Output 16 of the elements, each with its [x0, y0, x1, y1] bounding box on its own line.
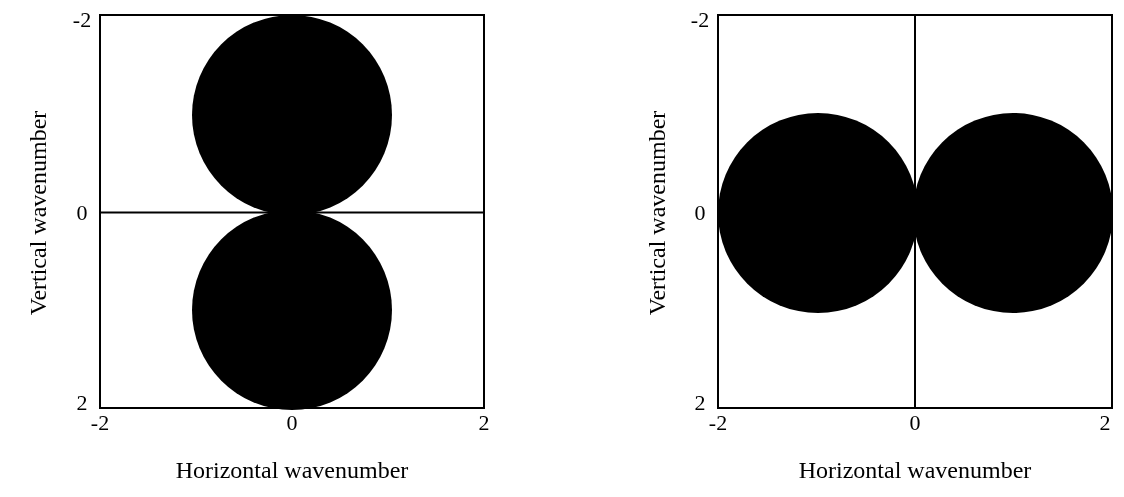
tick-label: 0: [909, 412, 921, 434]
tick-label: 2: [1099, 412, 1111, 434]
tick-label: -2: [690, 9, 710, 31]
axis-title: Horizontal wavenumber: [798, 458, 1032, 482]
tick-label: 0: [286, 412, 298, 434]
tick-label: -2: [90, 412, 110, 434]
axis-title: Horizontal wavenumber: [175, 458, 409, 482]
tick-label: 0: [76, 202, 88, 224]
tick-label: -2: [72, 9, 92, 31]
tick-label: 0: [694, 202, 706, 224]
tick-label: -2: [708, 412, 728, 434]
axis-title: Vertical wavenumber: [26, 110, 50, 316]
tick-label: 2: [478, 412, 490, 434]
tick-label: 2: [76, 392, 88, 414]
axis-title: Vertical wavenumber: [645, 110, 669, 316]
tick-label: 2: [694, 392, 706, 414]
